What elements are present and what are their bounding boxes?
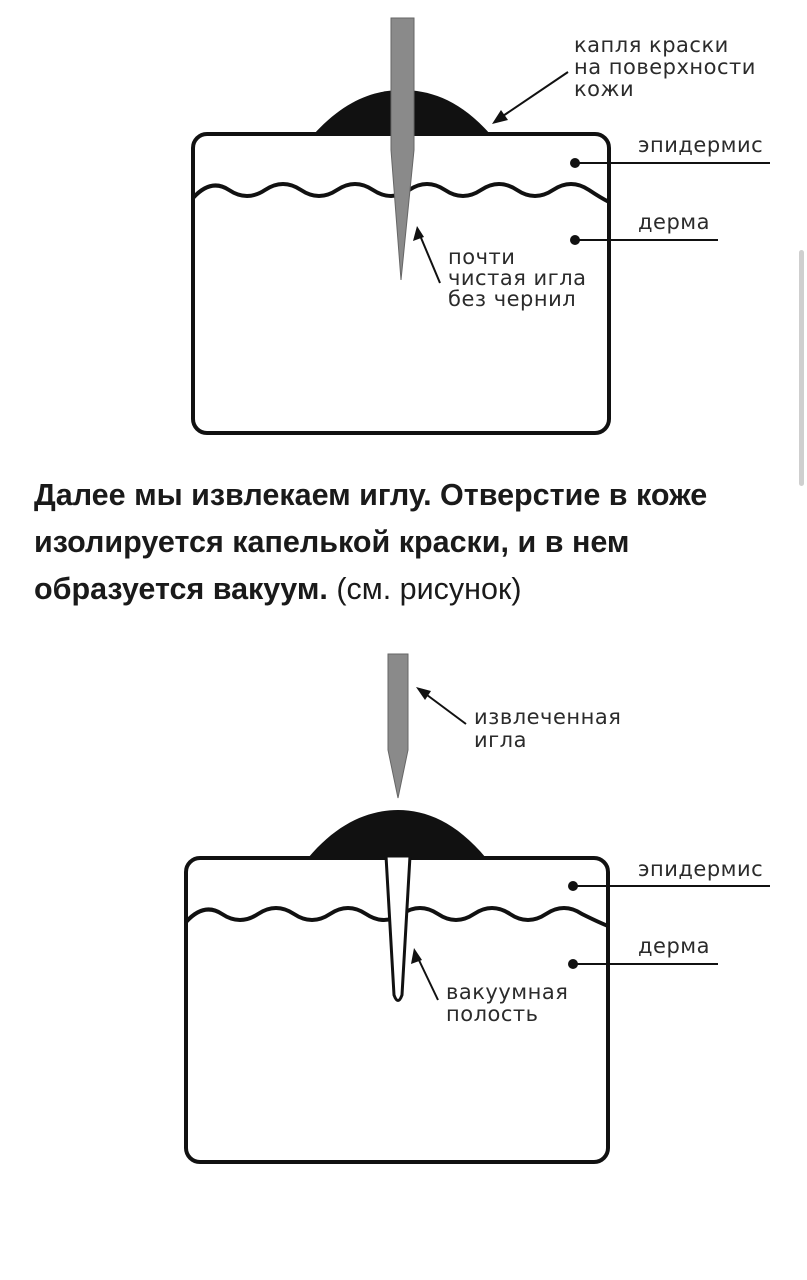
label-needle-line3: без чернил	[448, 287, 576, 311]
label-extracted-needle-line2: игла	[474, 728, 527, 752]
arrowhead-vacuum-cavity	[411, 948, 422, 964]
needle	[390, 17, 415, 281]
label-ink-drop-line1: капля краски	[574, 33, 729, 57]
diagram-needle-extracted: извлеченная игла эпидермис дерма вакуумн…	[0, 640, 807, 1280]
scrollbar-thumb[interactable]	[799, 250, 804, 486]
label-derma: дерма	[638, 934, 710, 958]
label-needle-line1: почти	[448, 245, 515, 269]
label-derma: дерма	[638, 210, 710, 234]
explanation-bold-text: Далее мы извлекаем иглу. Отверстие в кож…	[34, 478, 708, 606]
diagram-2-svg: извлеченная игла эпидермис дерма вакуумн…	[184, 653, 770, 1164]
label-epidermis: эпидермис	[638, 133, 763, 157]
arrowhead-ink-drop	[492, 110, 508, 124]
label-epidermis: эпидермис	[638, 857, 763, 881]
vacuum-cavity	[384, 854, 412, 1002]
diagram-1-svg: капля краски на поверхности кожи эпидерм…	[191, 17, 770, 435]
label-ink-drop-line3: кожи	[574, 77, 634, 101]
label-vacuum-line1: вакуумная	[446, 980, 568, 1004]
arrowhead-needle-tip	[413, 226, 424, 241]
extracted-needle	[387, 653, 409, 799]
label-ink-drop-line2: на поверхности	[574, 55, 756, 79]
arrow-to-needle-tip	[418, 232, 441, 284]
explanation-see-figure: (см. рисунок)	[336, 572, 522, 606]
label-extracted-needle-line1: извлеченная	[474, 705, 621, 729]
arrow-to-vacuum-cavity	[416, 955, 439, 1001]
arrow-to-ink-drop	[496, 71, 569, 121]
ink-drop	[308, 810, 486, 858]
explanation-paragraph: Далее мы извлекаем иглу. Отверстие в кож…	[34, 472, 774, 613]
diagram-needle-inserted: капля краски на поверхности кожи эпидерм…	[0, 0, 807, 450]
arrow-to-extracted-needle	[422, 691, 467, 725]
arrowhead-extracted-needle	[416, 687, 431, 700]
label-needle-line2: чистая игла	[448, 266, 586, 290]
label-vacuum-line2: полость	[446, 1002, 539, 1026]
